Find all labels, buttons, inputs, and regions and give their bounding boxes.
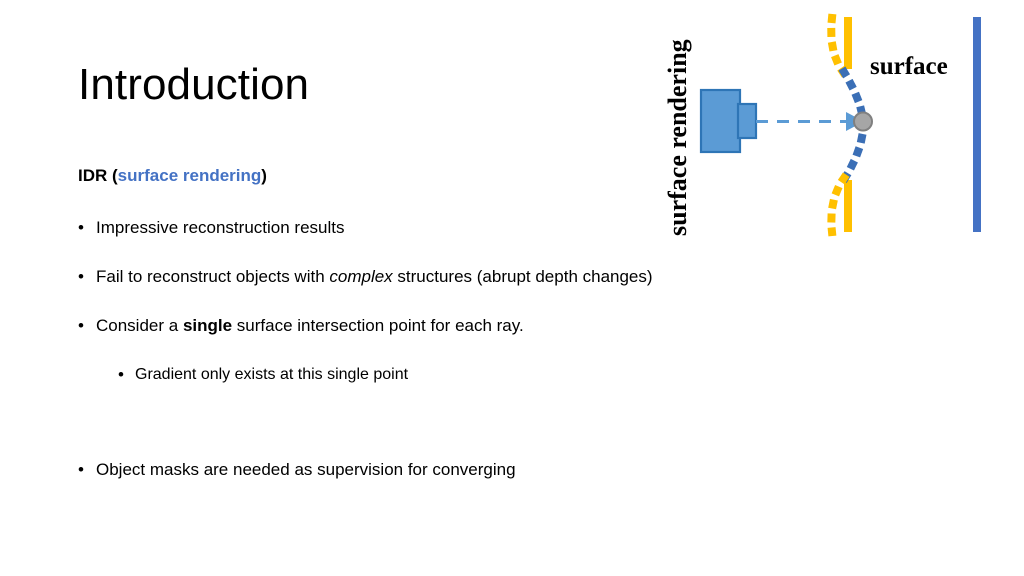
text-run: structures (abrupt depth changes) — [392, 267, 653, 286]
bullet-item: • Object masks are needed as supervision … — [78, 458, 838, 482]
text-run: Object masks are needed as supervision f… — [96, 460, 516, 479]
text-run: Consider a — [96, 316, 183, 335]
bullet-marker-icon: • — [78, 460, 84, 479]
text-run: surface intersection point for each ray. — [232, 316, 524, 335]
lead-prefix: IDR ( — [78, 166, 118, 185]
hit-point-dot — [853, 111, 873, 132]
bullet-text: Fail to reconstruct objects with complex… — [96, 265, 838, 289]
yellow-bar-top — [844, 17, 852, 69]
bullet-text: Object masks are needed as supervision f… — [96, 458, 838, 482]
right-blue-bar — [973, 17, 981, 232]
bullet-marker-icon: • — [78, 218, 84, 237]
surface-rendering-diagram: surface rendering surface — [648, 0, 1024, 250]
yellow-bar-bottom — [844, 180, 852, 232]
bullet-item: • Fail to reconstruct objects with comple… — [78, 265, 838, 289]
bullet-text: Impressive reconstruction results — [96, 216, 838, 240]
text-run: Fail to reconstruct objects with — [96, 267, 330, 286]
rotated-label-surface-rendering: surface rendering — [663, 39, 692, 236]
lead-line: IDR (surface rendering) — [78, 164, 838, 188]
bullet-item: • Impressive reconstruction results — [78, 216, 838, 240]
body-content: IDR (surface rendering) • Impressive reco… — [78, 164, 838, 507]
yellow-dotted-curve-bottom — [827, 172, 850, 237]
yellow-dotted-curve-top — [827, 13, 849, 78]
bullet-marker-icon: • — [78, 267, 84, 286]
emphasis-italic: complex — [329, 267, 393, 286]
bullet-text: Gradient only exists at this single poin… — [135, 363, 838, 387]
lead-accent: surface rendering — [117, 166, 262, 185]
text-run: Gradient only exists at this single poin… — [135, 366, 409, 383]
surface-label: surface — [870, 53, 948, 80]
bullet-marker-icon: • — [78, 316, 84, 335]
camera-lens — [736, 102, 758, 140]
bullet-text: Consider a single surface intersection p… — [96, 314, 838, 338]
emphasis-bold: single — [182, 316, 233, 335]
bullet-list: • Impressive reconstruction results • Fail … — [78, 216, 838, 482]
camera-body — [699, 88, 742, 154]
bullet-marker-icon: • — [118, 365, 124, 384]
bullet-item: • Gradient only exists at this single poi… — [118, 363, 838, 387]
page-title: Introduction — [78, 60, 310, 109]
bullet-item: • Consider a single surface intersection … — [78, 314, 838, 338]
text-run: Impressive reconstruction results — [96, 218, 345, 237]
lead-suffix: ) — [261, 166, 267, 185]
bullet-spacer — [78, 412, 838, 458]
